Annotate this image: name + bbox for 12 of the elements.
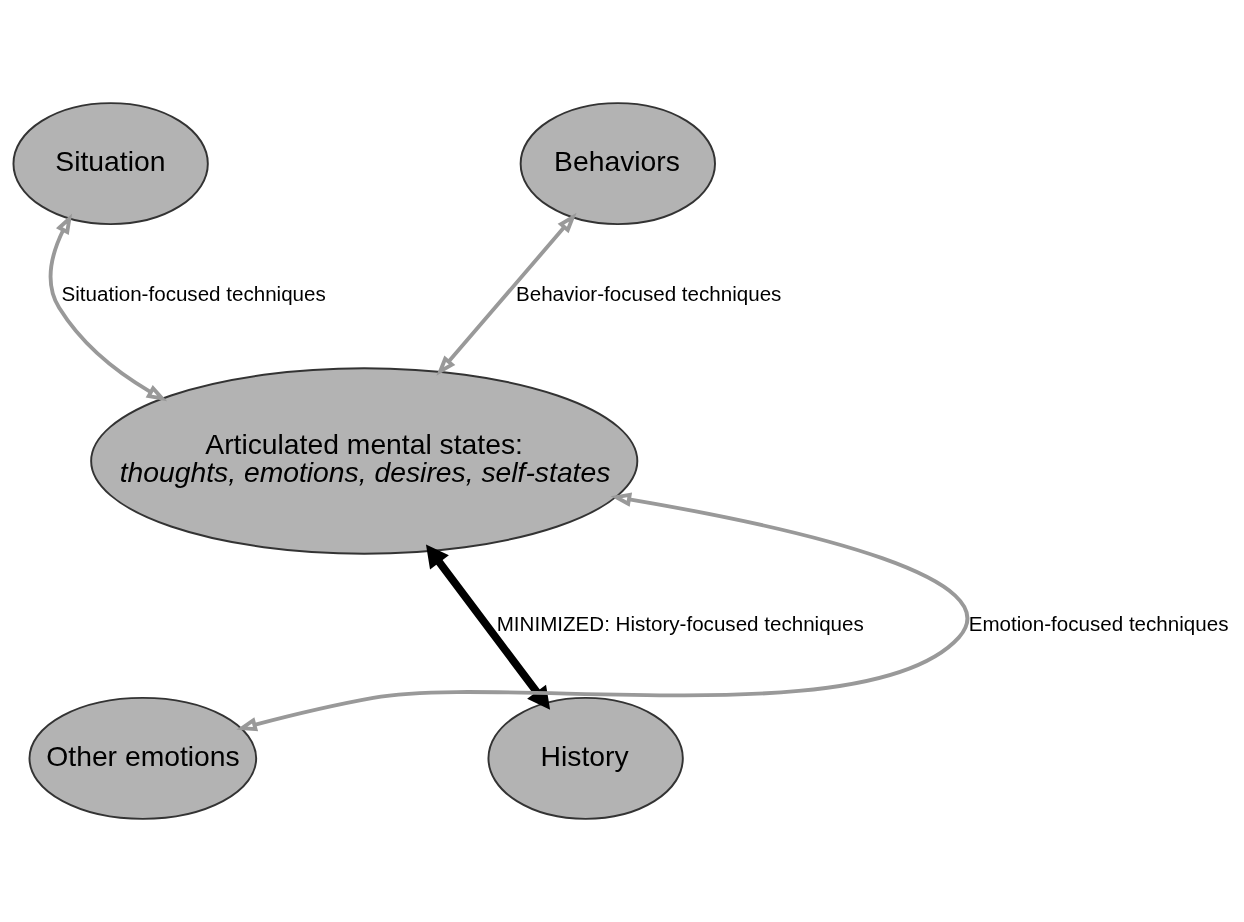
edge-label: Behavior-focused techniques — [516, 282, 782, 306]
arrow — [425, 544, 551, 710]
edge-label: Emotion-focused techniques — [968, 611, 1229, 635]
edge-label: Situation-focused techniques — [61, 282, 326, 306]
arrow — [48, 213, 168, 402]
edge-label: MINIMIZED: History-focused techniques — [496, 611, 864, 635]
node-ellipse: Behaviors — [519, 102, 716, 226]
node-ellipse: Situation — [12, 102, 209, 226]
arrow — [436, 212, 577, 376]
node-ellipse: Articulated mental states: thoughts, emotions, desires, self-states — [90, 367, 639, 555]
node-ellipse: History — [487, 696, 684, 820]
arrow — [236, 492, 969, 732]
